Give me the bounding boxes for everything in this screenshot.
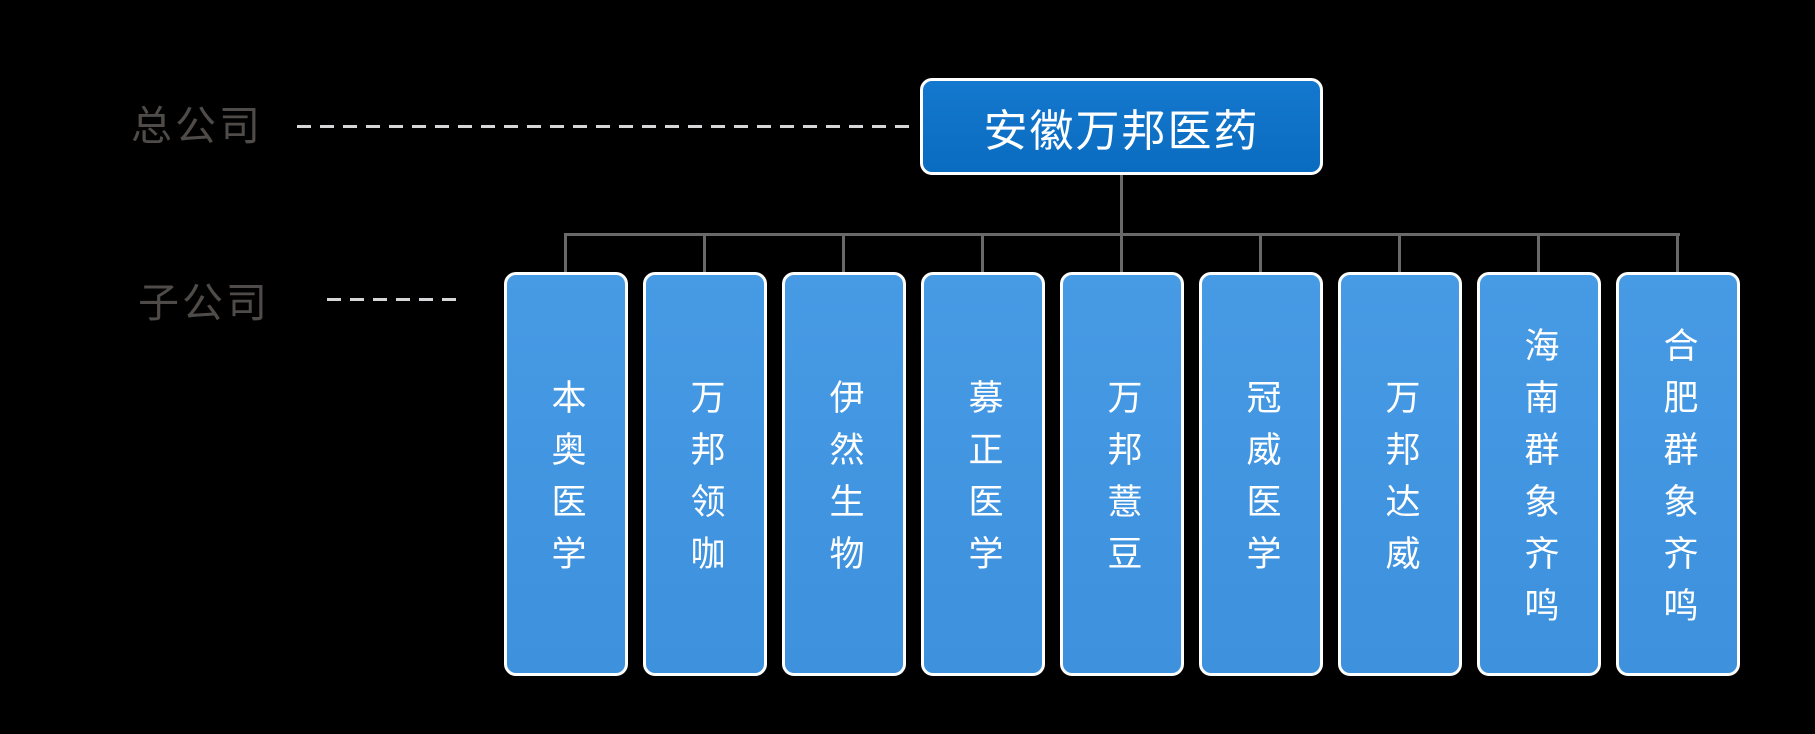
child-node-benao-yixue: 本奥医学: [504, 272, 628, 676]
child-node-wanbang-lingka: 万邦领咖: [643, 272, 767, 676]
dashed-leader-parent: [297, 125, 915, 128]
connector-stub-4: [981, 233, 984, 274]
connector-stub-8: [1537, 233, 1540, 274]
connector-stub-9: [1676, 233, 1679, 274]
root-node: 安徽万邦医药: [920, 78, 1323, 175]
child-node-hainan-qunxiang-qiming: 海南群象齐鸣: [1477, 272, 1601, 676]
connector-stub-2: [703, 233, 706, 274]
child-node-label: 本奥医学: [546, 378, 586, 587]
child-node-label: 万邦薏豆: [1102, 378, 1142, 587]
child-node-label: 海南群象齐鸣: [1519, 326, 1559, 639]
connector-stub-3: [842, 233, 845, 274]
child-node-hefei-qunxiang-qiming: 合肥群象齐鸣: [1616, 272, 1740, 676]
child-node-wanbang-yidou: 万邦薏豆: [1060, 272, 1184, 676]
root-node-label: 安徽万邦医药: [983, 106, 1260, 156]
child-node-wanbang-dawei: 万邦达威: [1338, 272, 1462, 676]
child-node-label: 伊然生物: [824, 378, 864, 587]
child-node-label: 万邦达威: [1380, 378, 1420, 587]
child-node-guanwei-yixue: 冠威医学: [1199, 272, 1323, 676]
child-node-yiran-shengwu: 伊然生物: [782, 272, 906, 676]
child-node-label: 冠威医学: [1241, 378, 1281, 587]
child-node-label: 合肥群象齐鸣: [1658, 326, 1698, 639]
row-label-parent-company: 总公司: [131, 103, 263, 149]
connector-stub-7: [1398, 233, 1401, 274]
row-label-subsidiary: 子公司: [138, 280, 270, 326]
connector-stub-1: [564, 233, 567, 274]
connector-stem: [1120, 173, 1123, 235]
dashed-leader-child: [327, 298, 457, 301]
connector-stub-6: [1259, 233, 1262, 274]
connector-stub-5: [1120, 233, 1123, 274]
child-node-label: 万邦领咖: [685, 378, 725, 587]
child-node-label: 募正医学: [963, 378, 1003, 587]
child-node-muzheng-yixue: 募正医学: [921, 272, 1045, 676]
